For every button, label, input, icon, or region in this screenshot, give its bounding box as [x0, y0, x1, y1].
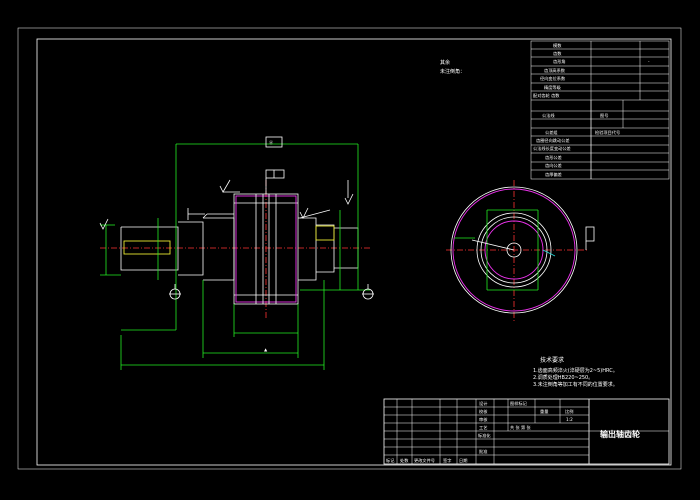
title-label-design: 设计 [479, 400, 487, 407]
gear-pitch-circle [452, 188, 576, 312]
technical-requirements: 技术要求 1.齿面高频淬火(淬硬层为2~5)HRC。 2.调质处理HB220~2… [533, 356, 618, 388]
param-value-10: 检验项目代号 [595, 129, 620, 136]
bore-circle [506, 242, 522, 258]
param-label-12: 公法线长度变动公差 [533, 145, 571, 152]
bottom-label-date: 日期 [459, 458, 467, 464]
title-label-review: 审核 [479, 416, 488, 423]
param-label-2: 齿形角 [553, 58, 566, 65]
title-row-scale: 比例 [565, 408, 573, 415]
param-label-5: 精度等级 [544, 84, 562, 91]
bottom-label-mark: 标记 [386, 457, 395, 464]
gear-tip-circle [450, 186, 578, 314]
title-label-process: 工艺 [479, 425, 487, 430]
svg-text:Ⓐ: Ⓐ [269, 139, 274, 146]
bottom-label-file: 更改文件号 [414, 457, 435, 464]
param-label-1: 齿数 [553, 50, 562, 57]
tech-req-line-1: 1.齿面高频淬火(淬硬层为2~5)HRC。 [533, 367, 618, 374]
side-view: ▲ Ⓐ [99, 136, 374, 370]
title-sheet: 共 张 第 张 [510, 424, 532, 431]
param-label-13: 齿形公差 [545, 154, 562, 161]
title-label-standard: 标准化 [478, 432, 491, 439]
tech-req-line-2: 2.调质处理HB220~250。 [533, 374, 593, 381]
datum-box [265, 136, 283, 148]
roughness-symbol [219, 179, 231, 193]
sheet-outer-border [17, 27, 682, 470]
sheet-inner-border [36, 38, 672, 466]
title-row-weight: 重量 [540, 408, 548, 415]
param-label-8: 公法线 [542, 112, 555, 119]
title-block: 设计 校核 审核 工艺 标准化 批准 图样标记 重量 比例 1:2 共 张 第 … [383, 398, 670, 465]
note-roughness-rest: 其余 [440, 59, 450, 66]
title-label-approve: 批准 [479, 448, 487, 455]
part-name: 输出轴齿轮 [600, 429, 640, 439]
title-scale: 1:2 [566, 417, 573, 422]
tech-req-line-3: 3.未注倒角等加工有不同的位置要求。 [533, 381, 618, 388]
title-row-mark: 图样标记 [510, 400, 528, 407]
bottom-label-sign: 签字 [443, 457, 451, 463]
title-label-check: 校核 [479, 408, 488, 415]
param-label-3: 齿顶高系数 [544, 67, 566, 74]
param-label-10: 公差组 [545, 129, 558, 135]
param-label-0: 模数 [553, 42, 562, 49]
param-label-15: 齿厚偏差 [545, 171, 562, 178]
end-view [446, 180, 595, 322]
param-label-6: 配对齿轮 齿数 [533, 92, 560, 99]
bottom-label-count: 处数 [400, 457, 409, 464]
note-chamfer: 未注倒角： [440, 68, 465, 75]
parameter-table: 模数 齿数 齿形角 - 齿顶高系数 径向变位系数 精度等级 配对齿轮 齿数 公法… [530, 40, 670, 180]
param-value-8: 图号 [600, 113, 608, 119]
svg-text:▲: ▲ [264, 347, 268, 352]
param-value-2: - [648, 59, 650, 64]
param-label-4: 径向变位系数 [540, 75, 566, 82]
tech-req-heading: 技术要求 [540, 356, 564, 364]
tolerance-frame [265, 169, 285, 179]
param-label-11: 齿圈径向跳动公差 [536, 137, 570, 144]
param-label-14: 齿向公差 [545, 162, 562, 169]
